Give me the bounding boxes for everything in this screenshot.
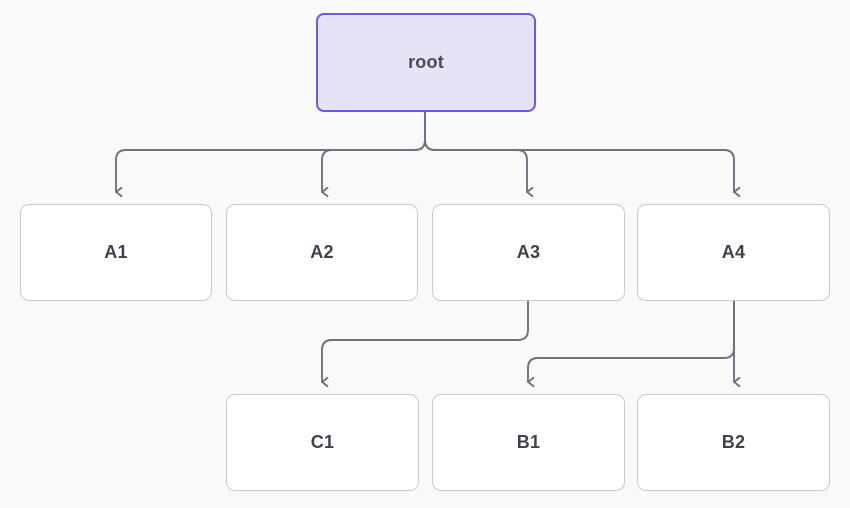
edge-A3-to-C1 [321, 300, 529, 388]
node-root[interactable]: root [316, 13, 536, 112]
node-label-a4: A4 [721, 242, 746, 262]
node-c1[interactable]: C1 [226, 394, 419, 491]
node-label-root: root [408, 52, 444, 72]
edge-root-to-A1 [115, 111, 426, 198]
edge-A4-to-B1 [527, 300, 735, 388]
node-a1[interactable]: A1 [20, 204, 212, 301]
node-label-a3: A3 [516, 242, 541, 262]
node-a4[interactable]: A4 [637, 204, 830, 301]
node-label-a2: A2 [310, 242, 334, 262]
node-label-b1: B1 [516, 432, 541, 452]
edge-root-to-A4 [424, 111, 741, 198]
node-label-b2: B2 [721, 432, 746, 452]
node-b2[interactable]: B2 [637, 394, 830, 491]
edge-root-to-A2 [321, 111, 426, 198]
node-a2[interactable]: A2 [226, 204, 418, 301]
node-a3[interactable]: A3 [432, 204, 625, 301]
node-label-c1: C1 [310, 432, 335, 452]
node-b1[interactable]: B1 [432, 394, 625, 491]
edge-root-to-A3 [424, 111, 534, 198]
node-label-a1: A1 [104, 242, 128, 262]
